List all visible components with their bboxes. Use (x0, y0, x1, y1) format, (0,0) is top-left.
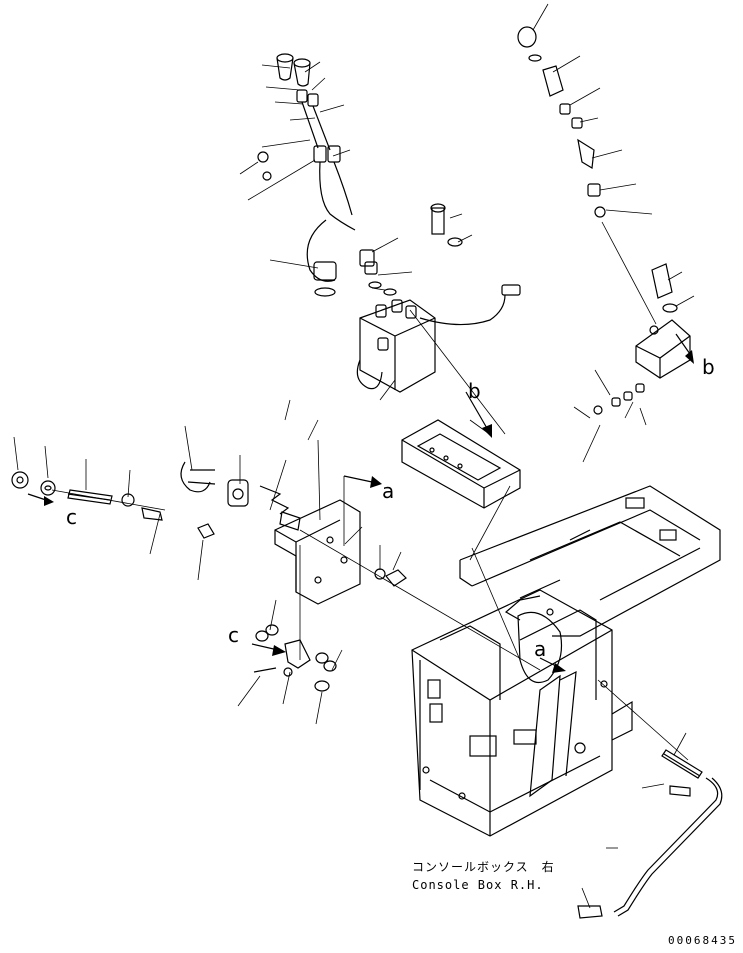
left-linkage (11, 461, 407, 605)
right-lever-assembly (517, 26, 691, 415)
view-label-a-upper: a (382, 479, 394, 503)
ppc-valve (356, 203, 521, 393)
view-label-a-lower: a (534, 637, 546, 661)
caption-japanese: コンソールボックス 右 (412, 860, 555, 874)
left-lever-assembly (257, 53, 356, 297)
controller-box (401, 419, 521, 509)
view-label-b-right: b (702, 355, 715, 379)
drawing-number: 00068435 (668, 934, 737, 947)
caption-english: Console Box R.H. (412, 878, 544, 892)
view-arrows (27, 333, 694, 673)
lower-linkage (253, 624, 337, 692)
leader-lines (13, 3, 695, 909)
view-label-b-left: b (468, 379, 481, 403)
console-box-frame (411, 485, 721, 837)
assembly-lines (51, 221, 689, 761)
view-label-c-lower: c (228, 623, 239, 647)
view-label-c-left: c (66, 505, 77, 529)
rod-and-pipe (577, 749, 723, 919)
